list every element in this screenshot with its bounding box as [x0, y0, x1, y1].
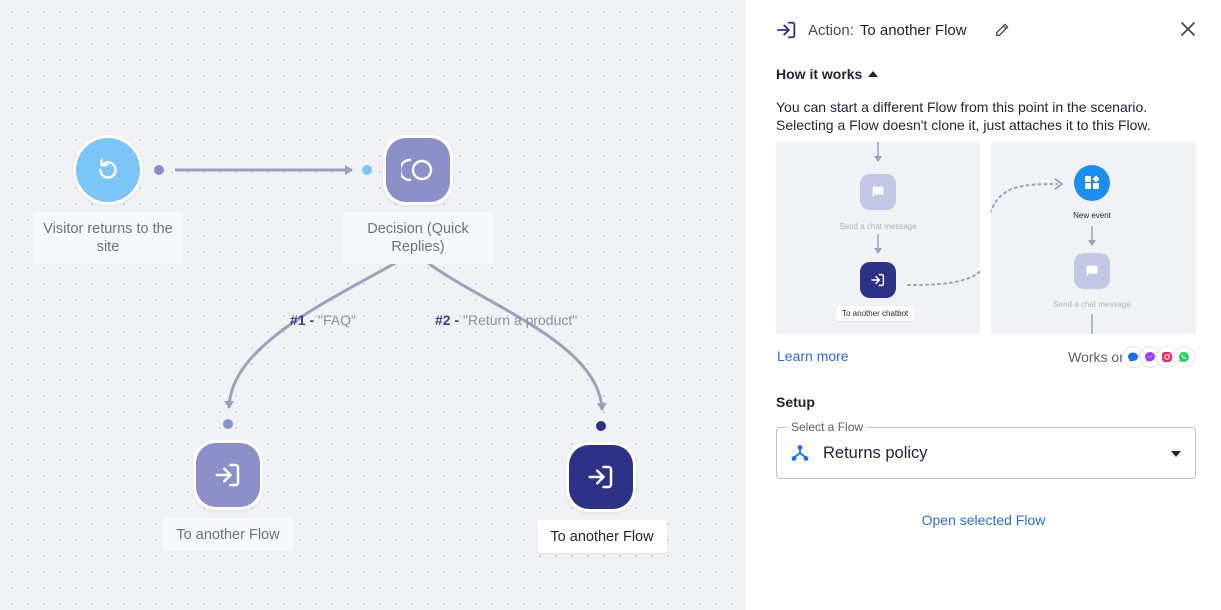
how-it-works-toggle[interactable]: How it works: [776, 66, 879, 82]
whatsapp-icon: [1173, 346, 1195, 368]
enter-flow-icon: [215, 463, 240, 487]
flow-edges: [175, 165, 607, 411]
flow-return-input-port[interactable]: [596, 421, 606, 431]
trigger-node-label: Visitor returns to the site: [33, 212, 183, 264]
rename-button[interactable]: [993, 21, 1011, 39]
flow-select-value: Returns policy: [823, 443, 928, 462]
refresh-icon: [99, 158, 117, 179]
flow-select-label: Select a Flow: [787, 420, 868, 434]
enter-flow-icon: [588, 465, 613, 489]
decision-node[interactable]: [383, 135, 453, 205]
trigger-node-body: [76, 138, 140, 202]
close-button[interactable]: [1179, 20, 1197, 38]
flow-select[interactable]: Select a Flow Returns policy: [776, 420, 1196, 479]
decision-node-label: Decision (Quick Replies): [343, 212, 493, 264]
edge-label-faq-number: #1 -: [290, 312, 315, 328]
works-on: Works on: [1068, 346, 1195, 368]
illustration-left-lines: [874, 142, 980, 286]
widgets-icon: [1085, 175, 1100, 189]
instagram-icon: [1156, 346, 1178, 368]
edge-label-return-number: #2 -: [435, 312, 460, 328]
chevron-down-icon: [1171, 451, 1181, 457]
flow-return-node-label: To another Flow: [537, 520, 667, 553]
close-icon: [1181, 22, 1195, 36]
enter-flow-icon: [871, 273, 885, 287]
how-it-works-description: You can start a different Flow from this…: [776, 99, 1151, 133]
illustration-right-lines: [991, 178, 1096, 334]
panel-header: Action: To another Flow: [776, 18, 1011, 42]
action-settings-panel: Action: To another Flow How it works You …: [746, 0, 1221, 610]
edge-label-faq[interactable]: #1 - "FAQ": [290, 312, 356, 328]
flow-canvas[interactable]: Visitor returns to the site Decision (Qu…: [0, 0, 746, 610]
caret-up-icon: [868, 71, 879, 77]
flow-faq-input-port[interactable]: [223, 419, 233, 429]
flow-return-node[interactable]: [566, 442, 636, 512]
mini-send-chat-caption-2: Send a chat message: [1053, 300, 1131, 309]
chat-icon: [872, 186, 884, 198]
setup-heading: Setup: [776, 394, 815, 410]
open-selected-flow-link[interactable]: Open selected Flow: [921, 512, 1046, 528]
quick-replies-icon: [401, 158, 433, 182]
flow-faq-node-body: [196, 443, 260, 507]
panel-title-text: To another Flow: [859, 21, 967, 39]
pencil-icon: [995, 23, 1008, 36]
learn-more-link[interactable]: Learn more: [777, 348, 849, 364]
edge-label-return-text: "Return a product": [463, 312, 578, 328]
works-on-label: Works on: [1068, 349, 1127, 365]
flow-branch-icon: [791, 445, 809, 461]
edge-return: [417, 253, 607, 411]
edge-faq: [224, 253, 411, 409]
edge-label-return[interactable]: #2 - "Return a product": [435, 312, 577, 328]
mini-to-chatbot-node: [860, 262, 896, 298]
mini-send-chat-caption: Send a chat message: [839, 222, 917, 231]
flow-faq-node[interactable]: [193, 440, 263, 510]
panel-title-prefix: Action:: [808, 21, 854, 39]
decision-input-port[interactable]: [362, 165, 372, 175]
mini-to-chatbot-caption: To another chatbot: [836, 306, 915, 321]
decision-node-body: [386, 138, 450, 202]
mini-chat-node: [860, 174, 896, 210]
enter-flow-icon: [776, 21, 796, 39]
edge-label-faq-text: "FAQ": [318, 312, 356, 328]
mini-new-event-node: [1074, 165, 1110, 201]
flow-faq-node-label: To another Flow: [163, 518, 293, 551]
panel-title: Action: To another Flow: [808, 22, 967, 39]
illustration-right: New event Send a chat message: [991, 142, 1196, 334]
illustration-left: Send a chat message To another chatbot: [776, 142, 980, 334]
trigger-node[interactable]: [73, 135, 143, 205]
mini-new-event-caption: New event: [1073, 211, 1111, 220]
flow-return-node-body: [569, 445, 633, 509]
trigger-output-port[interactable]: [154, 165, 164, 175]
mini-chat-node-2: [1074, 253, 1110, 289]
how-it-works-label: How it works: [776, 66, 863, 82]
chat-icon: [1086, 265, 1098, 277]
